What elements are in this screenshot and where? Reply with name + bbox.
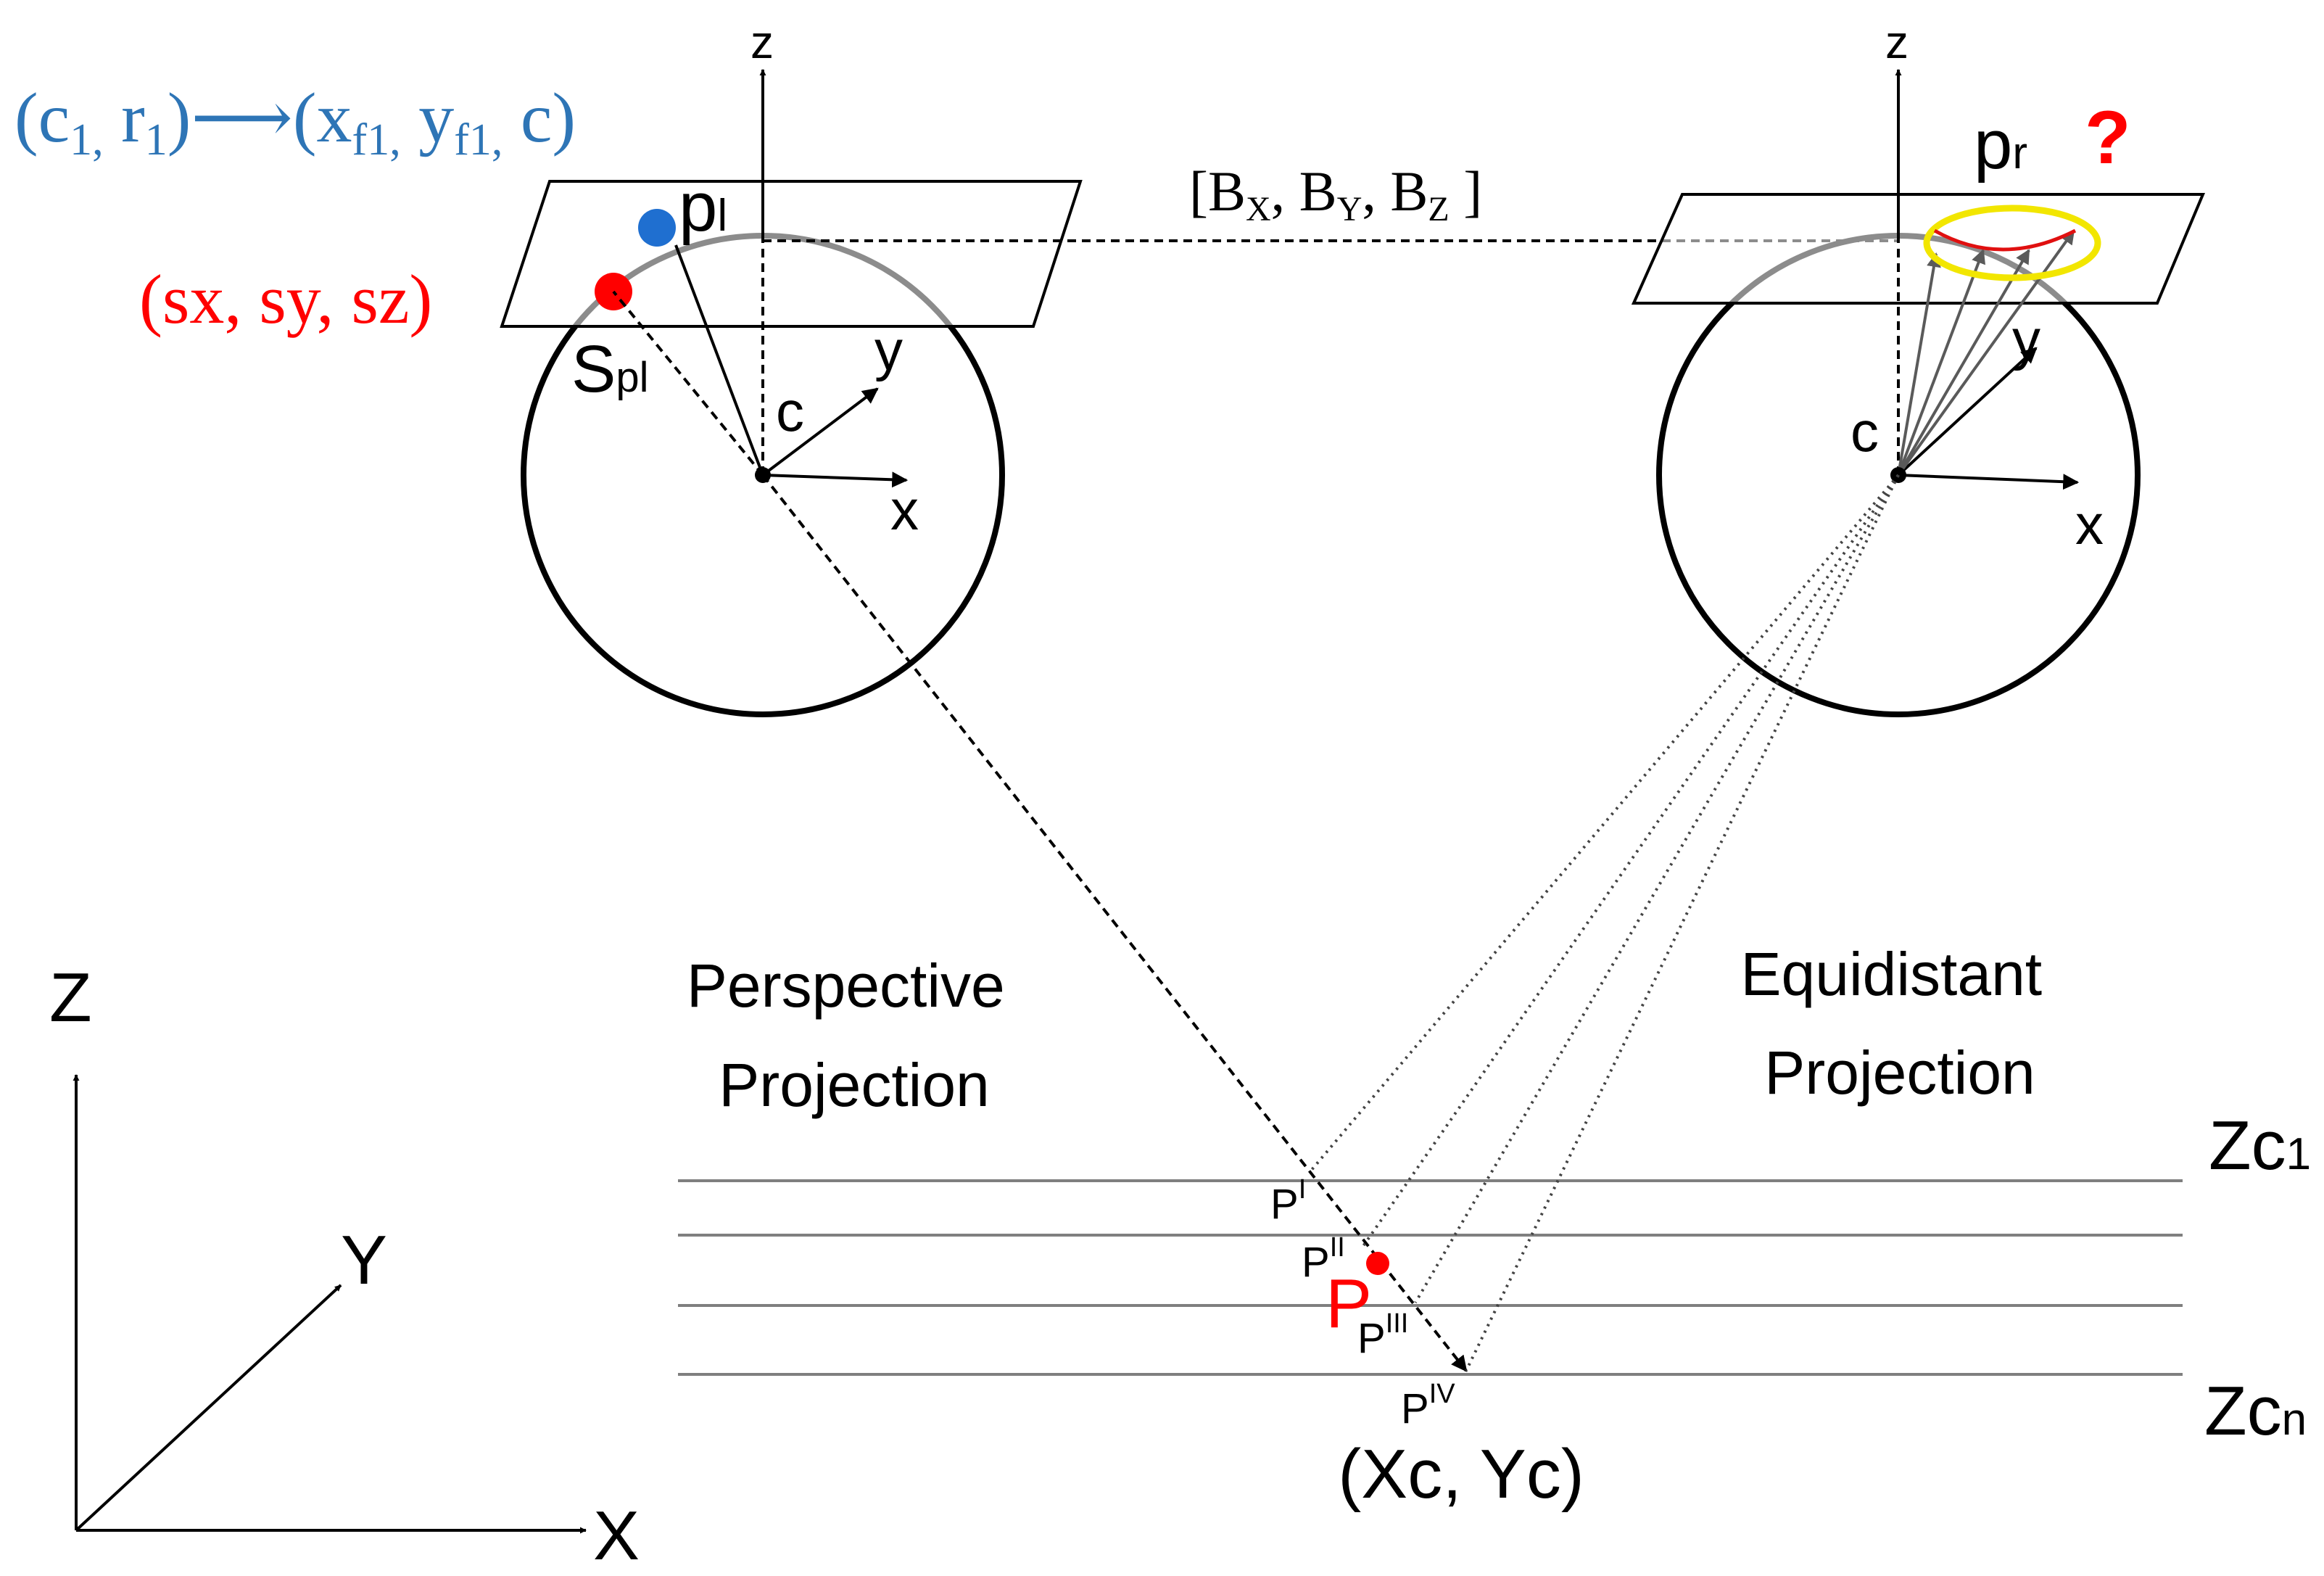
right-image-point-label: pr [1974, 106, 2027, 183]
right-projection-ray-3 [1414, 474, 1900, 1304]
left-z-label: z [750, 16, 774, 68]
perspective-line-2: Projection [719, 1051, 990, 1119]
equidistant-line-2: Projection [1764, 1039, 2035, 1107]
left-image-point [638, 209, 676, 247]
left-projection-ray [761, 474, 1468, 1372]
baseline-sep1: , B [1271, 160, 1337, 223]
left-ray-to-sphere-point [612, 290, 764, 476]
left-x-label: x [890, 478, 919, 542]
mapping-b-sub2: f1, [454, 115, 503, 165]
equidistant-projection-label: Equidistant Projection [1741, 940, 2059, 1107]
depth-plane-top-sub: 1 [2286, 1129, 2311, 1179]
point-3-sup: III [1386, 1308, 1409, 1339]
right-ray-1 [1897, 252, 1941, 476]
point-2-sup: II [1330, 1232, 1345, 1263]
point-4-sup: IV [1429, 1379, 1456, 1409]
right-image-point-sub: r [2012, 128, 2027, 178]
baseline-close: ] [1450, 160, 1482, 223]
epipolar-highlight-ellipse [1923, 205, 2101, 281]
left-y-label: y [874, 318, 903, 382]
depth-plane-top-base: Zc [2209, 1107, 2286, 1184]
depth-planes: Zc1 Zcn [678, 1107, 2311, 1450]
left-image-point-base: p [679, 168, 717, 246]
mapping-a-sub2: 1 [145, 115, 168, 165]
right-image-plane [1631, 193, 2206, 305]
left-image-point-label: pl [679, 168, 727, 246]
depth-plane-top-label: Zc1 [2209, 1107, 2311, 1184]
depth-plane-bottom-base: Zc [2204, 1372, 2282, 1450]
left-sphere-point-label: Spl [571, 332, 649, 406]
right-projection-ray-2 [1362, 474, 1900, 1247]
left-ray-to-image-point [674, 244, 764, 476]
world-x-label: X [593, 1497, 640, 1575]
right-z-label: z [1885, 16, 1909, 68]
left-image-plane [500, 180, 1083, 328]
world-y-label: Y [341, 1221, 387, 1299]
baseline-sub-z: Z [1428, 190, 1449, 228]
baseline-open: [B [1189, 160, 1246, 223]
right-projection-ray-4 [1465, 474, 1900, 1371]
right-camera: z x y c pr ? [1631, 16, 2206, 717]
world-axes: Z Y X [49, 959, 640, 1575]
right-y-axis [1897, 347, 2038, 476]
left-y-axis [761, 387, 879, 476]
left-camera: z x y c pl Spl (c1, r1)⟶(xf1, yf1, c) (s… [15, 16, 1083, 717]
left-image-point-sub: l [717, 191, 727, 241]
mapping-a-close: )⟶(x [168, 79, 352, 157]
baseline-sub-x: X [1246, 190, 1271, 228]
point-1-sup: I [1299, 1174, 1307, 1205]
ground-point-label: (Xc, Yc) [1338, 1435, 1584, 1513]
mapping-b-sub1: f1, [352, 115, 401, 165]
point-1-base: P [1270, 1181, 1299, 1228]
right-ray-2 [1897, 249, 1985, 476]
right-y-label: y [2012, 308, 2040, 371]
world-y-axis [75, 1284, 342, 1532]
unknown-match-mark: ? [2085, 96, 2131, 180]
baseline-sub-y: Y [1337, 190, 1362, 228]
right-projection-rays [1310, 474, 1900, 1371]
right-center-label: c [1850, 400, 1879, 463]
perspective-line-1: Perspective [687, 952, 1005, 1020]
baseline: [BX, BY, BZ ] [763, 160, 1898, 242]
sphere-coordinates-label: (sx, sy, sz) [139, 260, 432, 338]
point-3-base: P [1357, 1315, 1386, 1362]
world-z-label: Z [49, 959, 92, 1036]
point-4-base: P [1401, 1385, 1429, 1432]
mapping-a-sub1: 1, [70, 115, 104, 165]
depth-plane-bottom-label: Zcn [2204, 1372, 2307, 1450]
depth-plane-bottom-sub: n [2282, 1395, 2307, 1445]
left-sphere-point-base: S [571, 332, 616, 406]
mapping-b-mid: y [401, 79, 455, 157]
epipolar-curve [1933, 228, 2077, 252]
left-x-axis [762, 471, 909, 488]
baseline-vector-label: [BX, BY, BZ ] [1189, 160, 1482, 228]
right-x-label: x [2075, 492, 2104, 556]
mapping-a-open: (c [15, 79, 70, 157]
right-ray-3 [1897, 249, 2030, 476]
mapping-a-mid: r [104, 79, 145, 157]
point-3-label: PIII [1357, 1308, 1408, 1362]
right-image-point-base: p [1974, 106, 2012, 183]
point-4-label: PIV [1401, 1379, 1455, 1432]
baseline-sep2: , B [1362, 160, 1428, 223]
mapping-b-close: c) [503, 79, 576, 157]
target-point-label: P [1326, 1265, 1372, 1342]
right-ray-4 [1897, 229, 2075, 476]
point-2-label: PII [1302, 1232, 1345, 1286]
pixel-to-focal-mapping: (c1, r1)⟶(xf1, yf1, c) [15, 79, 576, 165]
equidistant-line-1: Equidistant [1741, 940, 2043, 1008]
perspective-projection-label: Perspective Projection [687, 952, 1022, 1119]
left-center-label: c [776, 379, 804, 443]
target-point [1366, 1252, 1389, 1275]
left-sphere-point-sub: pl [616, 354, 648, 401]
point-1-label: PI [1270, 1174, 1306, 1228]
point-2-base: P [1302, 1239, 1330, 1286]
right-x-axis [1898, 474, 2080, 490]
